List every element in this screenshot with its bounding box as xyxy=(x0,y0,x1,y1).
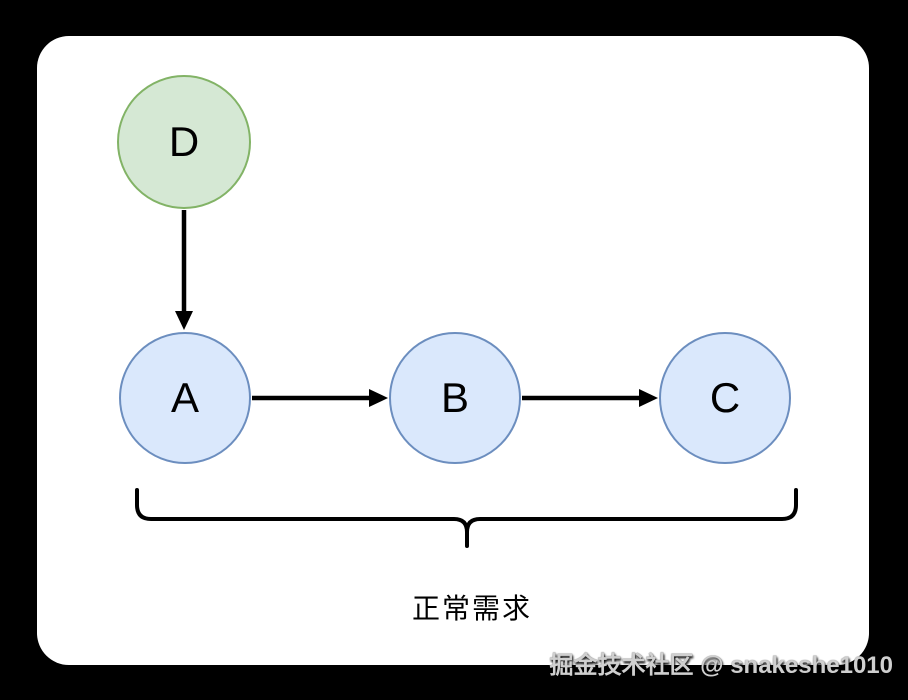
node-a: A xyxy=(119,332,251,464)
node-c-label: C xyxy=(709,374,741,421)
node-b: B xyxy=(389,332,521,464)
node-c: C xyxy=(659,332,791,464)
brace-caption: 正常需求 xyxy=(411,593,532,624)
node-d: D xyxy=(117,75,251,209)
node-b-label: B xyxy=(440,374,469,421)
watermark: 掘金技术社区 @ snakeshe1010 xyxy=(549,652,893,679)
node-a-label: A xyxy=(170,374,199,421)
node-d-label: D xyxy=(168,118,200,165)
